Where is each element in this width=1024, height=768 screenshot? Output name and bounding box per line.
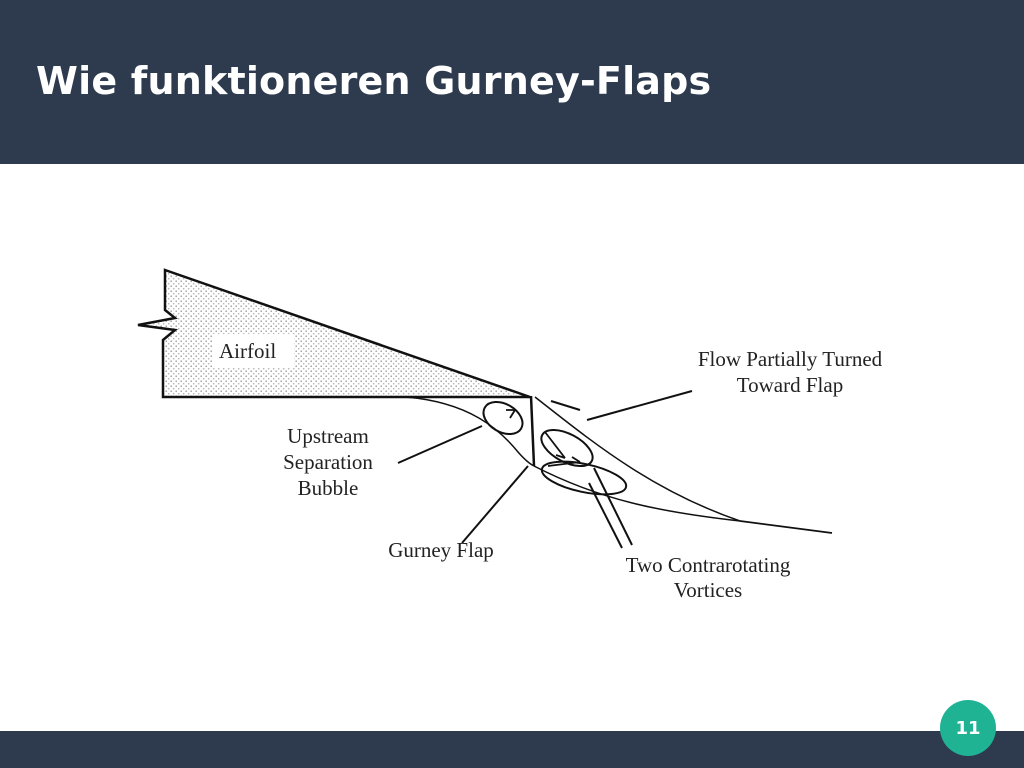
slide-title: Wie funktioneren Gurney-Flaps xyxy=(36,59,712,103)
leader-vortex-b xyxy=(588,482,623,549)
label-flow-line1: Flow Partially Turned xyxy=(698,347,883,371)
vortex-upper xyxy=(540,428,594,468)
vortex-arrow-2 xyxy=(547,456,581,467)
vortex-lower xyxy=(540,460,628,496)
airfoil-label-bg xyxy=(212,334,294,368)
label-vortices-line2: Vortices xyxy=(674,578,742,602)
slide-footer xyxy=(0,731,1024,768)
leader-gurney xyxy=(461,465,529,544)
wake-line xyxy=(739,520,833,534)
page-number-badge: 11 xyxy=(940,700,996,756)
label-vortices-line1: Two Contrarotating xyxy=(626,553,791,577)
upstream-bubble-vortex xyxy=(482,400,524,436)
slide-header: Wie funktioneren Gurney-Flaps xyxy=(0,0,1024,164)
bubble-arrow xyxy=(506,409,516,419)
gurney-flap-diagram: Airfoil Flow Partially Turned Toward Fla… xyxy=(137,268,883,602)
lower-streamline xyxy=(533,465,741,522)
flow-dash xyxy=(550,400,581,411)
label-upstream-line3: Bubble xyxy=(298,476,359,500)
leader-upstream xyxy=(397,425,483,464)
label-airfoil: Airfoil xyxy=(219,339,276,363)
label-flow-line2: Toward Flap xyxy=(737,373,843,397)
gurney-flap-plate xyxy=(529,395,536,467)
leader-vortex-a xyxy=(593,467,633,546)
leader-flow xyxy=(586,390,693,421)
separation-streamline xyxy=(404,396,535,467)
airfoil-shape xyxy=(137,268,531,399)
label-upstream-line2: Separation xyxy=(283,450,373,474)
label-gurney-flap: Gurney Flap xyxy=(388,538,494,562)
upper-streamline xyxy=(534,396,741,522)
vortex-arrow-1 xyxy=(544,431,566,459)
label-upstream-line1: Upstream xyxy=(287,424,369,448)
